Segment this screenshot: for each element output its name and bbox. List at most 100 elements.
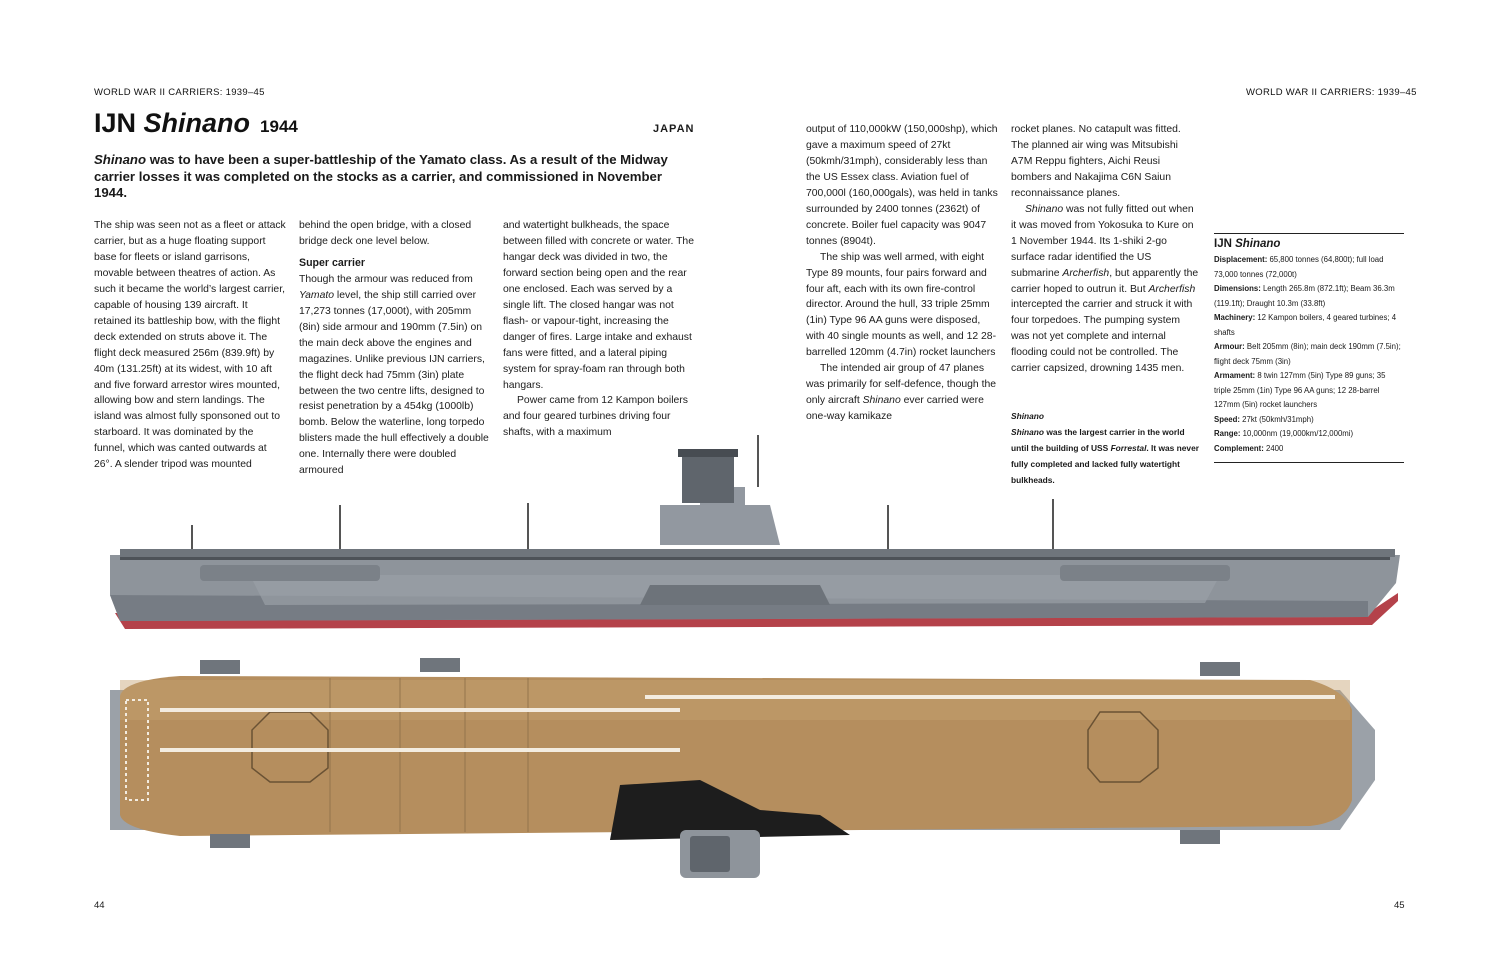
blister-fairing — [640, 585, 830, 605]
running-head-right: WORLD WAR II CARRIERS: 1939–45 — [1246, 87, 1417, 98]
deck-stripe — [645, 695, 1335, 699]
spec-key: Armament: — [1214, 371, 1256, 380]
gun-mount — [420, 658, 460, 672]
lead-ship-name: Shinano — [94, 152, 147, 167]
page-number-right: 45 — [1394, 900, 1405, 911]
forward-lift — [251, 711, 329, 783]
gun-mount — [1200, 662, 1240, 676]
spec-value: 8 twin 127mm (5in) Type 89 guns; 35 trip… — [1214, 371, 1386, 409]
funnel-cap — [678, 449, 738, 457]
body-text-span: Though the armour was reduced from — [299, 273, 473, 285]
illustration-caption: Shinano Shinano was the largest carrier … — [1011, 408, 1201, 488]
spec-value: 10,000nm (19,000km/12,000mi) — [1240, 429, 1354, 438]
caption-span: . It was never fully completed and lacke… — [1011, 443, 1200, 485]
spec-value: Length 265.8m (872.1ft); Beam 36.3m (119… — [1214, 284, 1395, 308]
body-text-span: level, the ship still carried over 17,27… — [299, 289, 489, 477]
body-text-italic: Archerfish — [1148, 283, 1196, 295]
body-text: The ship was well armed, with eight Type… — [806, 251, 997, 359]
deck-highlight — [120, 680, 1350, 720]
funnel-plan — [690, 836, 730, 872]
page-title: IJN Shinano 1944 — [94, 108, 298, 139]
title-prefix: IJN — [94, 108, 144, 138]
body-text: Power came from 12 Kampon boilers and fo… — [503, 395, 688, 439]
spec-row: Range: 10,000nm (19,000km/12,000mi) — [1214, 427, 1404, 442]
caption-span: was the largest carrier in the world unt… — [1011, 427, 1185, 453]
ship-profile — [110, 435, 1400, 629]
body-column-1: The ship was seen not as a fleet or atta… — [94, 218, 286, 473]
body-column-4: output of 110,000kW (150,000shp), which … — [806, 122, 998, 425]
spec-row: Speed: 27kt (50kmh/31mph) — [1214, 413, 1404, 428]
spec-key: Dimensions: — [1214, 284, 1261, 293]
flight-deck-plan-illustration — [110, 658, 1375, 878]
lead-text: was to have been a super-battleship of t… — [94, 152, 668, 200]
body-column-5: rocket planes. No catapult was fitted. T… — [1011, 122, 1201, 377]
ship-plan — [110, 658, 1375, 878]
spec-value: 12 Kampon boilers, 4 geared turbines; 4 … — [1214, 313, 1397, 337]
spec-row: Dimensions: Length 265.8m (872.1ft); Bea… — [1214, 282, 1404, 311]
body-text-italic: Yamato — [299, 289, 335, 301]
spec-row: Displacement: 65,800 tonnes (64,800t); f… — [1214, 253, 1404, 282]
gun-sponson — [1060, 565, 1230, 581]
body-text: The ship was seen not as a fleet or atta… — [94, 220, 286, 471]
country-label: JAPAN — [653, 123, 695, 135]
body-text: and watertight bulkheads, the space betw… — [503, 220, 694, 391]
body-text-span: intercepted the carrier and struck it wi… — [1011, 299, 1193, 375]
spec-value: 2400 — [1263, 443, 1284, 453]
spec-row: Complement: 2400 — [1214, 442, 1404, 457]
spec-value: 65,800 tonnes (64,800t); full load 73,00… — [1214, 255, 1384, 279]
ship-profile-illustration — [110, 435, 1400, 629]
gun-sponson — [200, 565, 380, 581]
gallery-line — [120, 557, 1390, 560]
spec-heading-name: Shinano — [1235, 238, 1281, 250]
spec-row: Armament: 8 twin 127mm (5in) Type 89 gun… — [1214, 369, 1404, 413]
body-text-italic: Archerfish — [1062, 267, 1110, 279]
body-text: behind the open bridge, with a closed br… — [299, 220, 472, 247]
bow-markings — [125, 699, 149, 801]
deck-stripe — [160, 708, 680, 712]
caption-heading: Shinano — [1011, 411, 1045, 421]
caption-text: Shinano was the largest carrier in the w… — [1011, 424, 1201, 488]
body-text: rocket planes. No catapult was fitted. T… — [1011, 124, 1181, 199]
funnel — [682, 455, 734, 503]
aft-lift — [1087, 711, 1159, 783]
deck-stripe — [160, 748, 680, 752]
body-text-italic: Shinano — [862, 395, 901, 407]
body-column-2: behind the open bridge, with a closed br… — [299, 218, 491, 479]
body-text: output of 110,000kW (150,000shp), which … — [806, 124, 998, 247]
spec-key: Complement: — [1214, 443, 1264, 453]
flight-deck — [120, 676, 1352, 836]
spec-box: IJN Shinano Displacement: 65,800 tonnes … — [1214, 233, 1404, 463]
spec-row: Machinery: 12 Kampon boilers, 4 geared t… — [1214, 311, 1404, 340]
island — [660, 487, 780, 545]
spec-row: Armour: Belt 205mm (8in); main deck 190m… — [1214, 340, 1404, 369]
body-column-3: and watertight bulkheads, the space betw… — [503, 218, 697, 441]
caption-italic: Shinano — [1011, 427, 1045, 437]
spec-key: Speed: — [1214, 414, 1240, 424]
caption-italic: Forrestal — [1110, 443, 1147, 453]
title-ship-name: Shinano — [143, 108, 251, 138]
spec-heading-prefix: IJN — [1214, 238, 1236, 250]
title-year: 1944 — [260, 117, 298, 136]
subheading-super-carrier: Super carrier — [299, 256, 365, 269]
spec-heading: IJN Shinano — [1214, 238, 1404, 250]
lead-paragraph: Shinano was to have been a super-battles… — [94, 152, 684, 202]
body-text-span: , but apparently the carrier hoped to ou… — [1011, 267, 1199, 295]
flight-deck-edge — [120, 549, 1395, 557]
body-text-italic: Shinano — [1025, 203, 1064, 215]
island-shadow — [610, 780, 850, 840]
page-number-left: 44 — [94, 900, 105, 911]
spec-key: Displacement: — [1214, 255, 1268, 264]
body-text: Though the armour was reduced from Yamat… — [299, 272, 491, 479]
body-text-span: The intended air group of 47 planes was … — [806, 363, 997, 407]
spec-key: Range: — [1214, 429, 1241, 438]
boot-topping-stripe — [115, 593, 1398, 629]
spec-key: Machinery: — [1214, 313, 1256, 322]
gun-mount — [1180, 830, 1220, 844]
body-text-span: was not fully fitted out when it was mov… — [1011, 203, 1194, 279]
spec-value: 27kt (50kmh/31mph) — [1240, 414, 1314, 424]
gun-mount — [210, 834, 250, 848]
running-head-left: WORLD WAR II CARRIERS: 1939–45 — [94, 87, 265, 98]
body-text: Shinano was not fully fitted out when it… — [1011, 202, 1201, 377]
spec-key: Armour: — [1214, 342, 1245, 351]
spec-value: Belt 205mm (8in); main deck 190mm (7.5in… — [1214, 342, 1401, 366]
